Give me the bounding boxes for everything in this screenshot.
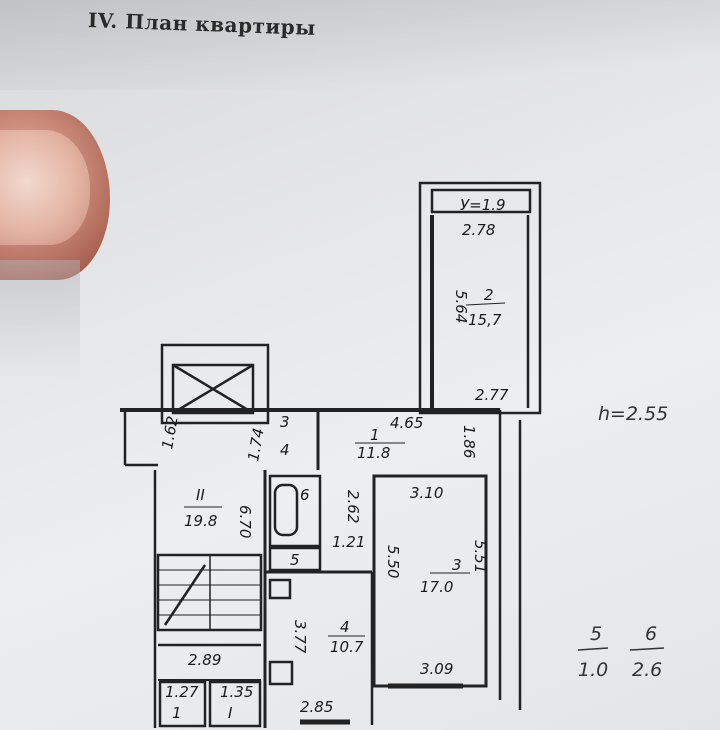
room4-area: 10.7 bbox=[330, 638, 364, 656]
room2-number: 2 bbox=[484, 286, 494, 304]
room4-number: 4 bbox=[340, 618, 350, 636]
room3-bottom: 3.09 bbox=[420, 660, 453, 678]
room1-depth: 1.86 bbox=[460, 425, 478, 458]
finger-shadow bbox=[0, 260, 80, 380]
dimension-labels: У=1.9 2.78 2 15,7 5.64 2.77 4.65 1 11.8 … bbox=[158, 196, 509, 722]
summary-area: 2.6 bbox=[632, 659, 662, 681]
room4-length: 3.77 bbox=[291, 620, 309, 654]
room1-side: 2.62 bbox=[344, 490, 362, 523]
ceiling-height: h=2.55 bbox=[598, 403, 668, 425]
room5-width: 1.21 bbox=[332, 533, 365, 551]
hall-number: II bbox=[196, 486, 205, 504]
walls bbox=[120, 181, 542, 728]
hall-length: 6.70 bbox=[236, 505, 254, 538]
room1-area: 11.8 bbox=[357, 444, 390, 462]
storage-right-number: I bbox=[228, 704, 233, 722]
area-summary: 5 1.0 6 2.6 bbox=[577, 623, 665, 681]
storage-left: 1.27 bbox=[165, 683, 199, 701]
room5-number: 5 bbox=[290, 551, 300, 569]
hall-diag: 1.74 bbox=[244, 427, 268, 463]
paper-shadow bbox=[0, 0, 720, 90]
room3-area: 17.0 bbox=[420, 578, 453, 596]
room3-top: 3.10 bbox=[410, 484, 443, 502]
summary-room: 6 bbox=[645, 623, 657, 645]
hall-area: 19.8 bbox=[184, 512, 217, 530]
room3-number: 3 bbox=[452, 556, 462, 574]
hall-width: 1.62 bbox=[158, 415, 182, 451]
room3-left: 5.50 bbox=[384, 545, 402, 578]
storage-right: 1.35 bbox=[220, 683, 253, 701]
fingernail bbox=[0, 130, 90, 245]
hall-door3: 3 bbox=[280, 413, 290, 431]
room2-width: 2.77 bbox=[475, 386, 509, 404]
hall-door4: 4 bbox=[280, 441, 290, 459]
summary-area: 1.0 bbox=[578, 659, 608, 681]
balcony-width: 2.78 bbox=[462, 221, 495, 239]
room6-number: 6 bbox=[300, 486, 310, 504]
room1-number: 1 bbox=[370, 426, 380, 444]
summary-room: 5 bbox=[590, 623, 602, 645]
balcony-area: У=1.9 bbox=[460, 196, 506, 214]
room4-width: 2.85 bbox=[300, 698, 333, 716]
room2-length: 5.64 bbox=[452, 290, 470, 323]
room2-area: 15,7 bbox=[468, 311, 502, 329]
room1-width: 4.65 bbox=[390, 414, 423, 432]
storage-left-number: 1 bbox=[172, 704, 182, 722]
storage-width: 2.89 bbox=[188, 651, 221, 669]
room3-right: 5.51 bbox=[471, 540, 489, 573]
